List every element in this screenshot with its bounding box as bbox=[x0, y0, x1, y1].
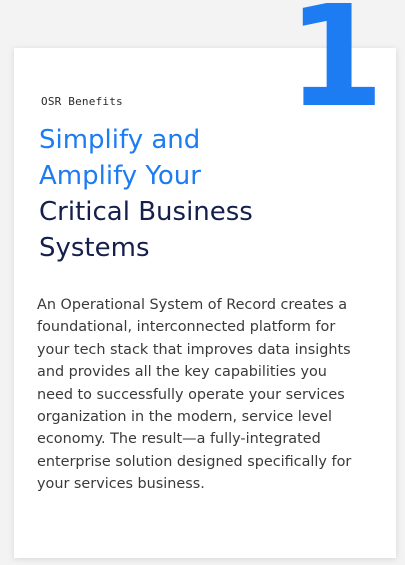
headline: Simplify and Amplify Your Critical Busin… bbox=[39, 122, 369, 266]
headline-line-2: Amplify Your bbox=[39, 161, 201, 191]
headline-line-4: Systems bbox=[39, 233, 150, 263]
step-number: 1 bbox=[287, 0, 384, 139]
body-paragraph: An Operational System of Record creates … bbox=[37, 297, 352, 493]
headline-line-3: Critical Business bbox=[39, 197, 253, 227]
benefit-card bbox=[14, 48, 396, 558]
headline-line-1: Simplify and bbox=[39, 125, 201, 155]
eyebrow-label: OSR Benefits bbox=[41, 95, 123, 108]
